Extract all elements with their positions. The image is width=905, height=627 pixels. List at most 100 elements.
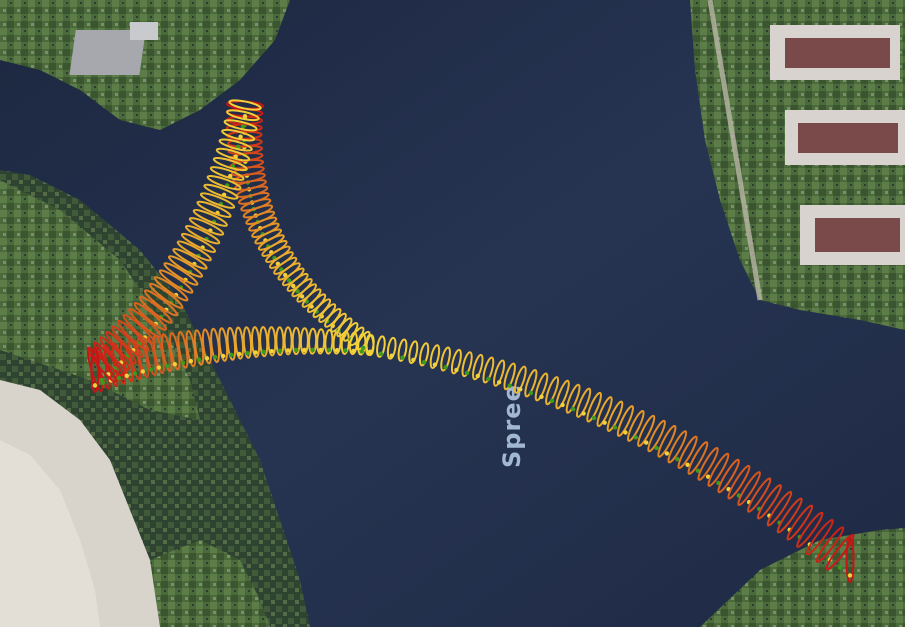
route-edge-dot <box>539 394 544 399</box>
route-edge-dot <box>633 435 638 440</box>
route-ring <box>299 327 309 355</box>
route-ring <box>209 166 245 181</box>
route-edge-dot <box>475 373 480 379</box>
route-edge-dot <box>664 451 670 456</box>
vegetation-area <box>150 540 270 627</box>
route-ring <box>93 341 124 377</box>
route-edge-dot <box>411 357 416 363</box>
route-edge-dot <box>685 462 690 467</box>
route-ring <box>167 255 204 278</box>
route-ring <box>122 313 156 345</box>
route-edge-dot <box>343 348 348 353</box>
route-edge-dot <box>269 349 274 354</box>
route-ring <box>667 430 688 464</box>
route-edge-dot <box>180 360 186 365</box>
route-edge-dot <box>295 289 300 294</box>
route-ring <box>203 183 239 200</box>
route-ring <box>185 329 197 368</box>
route-edge-dot <box>283 272 288 278</box>
route-edge-dot <box>116 375 122 381</box>
route-ring <box>397 338 408 362</box>
route-ring <box>524 368 538 398</box>
route-edge-dot <box>486 376 491 382</box>
route-edge-dot <box>602 420 607 425</box>
route-edge-dot <box>359 349 364 354</box>
route-ring <box>228 99 262 111</box>
route-ring <box>408 340 419 365</box>
route-edge-dot <box>675 456 680 462</box>
route-ring <box>160 333 173 373</box>
route-ring <box>223 119 258 132</box>
route-ring <box>386 336 397 360</box>
route-ring <box>565 383 581 414</box>
building <box>69 30 146 75</box>
route-edge-dot <box>623 430 628 435</box>
route-ring <box>136 337 150 379</box>
building <box>130 22 158 40</box>
route-ring <box>308 327 318 355</box>
route-ring <box>212 157 248 172</box>
route-ring <box>221 128 256 142</box>
route-ring <box>727 464 751 500</box>
route-ring <box>218 138 253 152</box>
route-edge-dot <box>591 415 597 421</box>
route-edge-dot <box>92 383 98 388</box>
route-edge-dot <box>334 348 340 353</box>
route-ring <box>251 326 261 358</box>
route-edge-dot <box>221 353 226 359</box>
route-ring <box>90 347 100 393</box>
route-edge-dot <box>294 347 299 353</box>
route-ring <box>176 240 212 262</box>
route-edge-dot <box>318 347 323 353</box>
route-edge-dot <box>454 367 459 373</box>
route-edge-dot <box>188 358 194 364</box>
route-edge-dot <box>212 354 218 360</box>
route-ring <box>283 326 293 356</box>
route-ring <box>687 441 709 475</box>
route-ring <box>111 325 144 358</box>
vegetation-area <box>0 0 290 130</box>
route-edge-dot <box>400 355 405 360</box>
route-edge-dot <box>464 370 470 376</box>
route-ring <box>275 326 285 356</box>
route-ring <box>756 484 782 520</box>
vegetation-area <box>0 180 200 420</box>
route-ring <box>376 335 386 358</box>
route-ring <box>737 471 761 507</box>
route-ring <box>158 269 194 294</box>
route-ring <box>503 362 516 391</box>
route-ring <box>627 409 645 442</box>
route-ring <box>472 353 484 381</box>
route-ring <box>796 511 824 548</box>
route-edge-dot <box>389 353 394 358</box>
river-label: Spree <box>498 384 526 468</box>
route-ring <box>267 326 277 357</box>
route-ring <box>234 326 244 360</box>
route-edge-dot <box>140 369 145 374</box>
route-edge-dot <box>253 350 258 355</box>
route-ring <box>637 414 656 448</box>
rooftop <box>798 123 898 153</box>
route-ring <box>575 387 592 418</box>
route-edge-dot <box>156 365 161 370</box>
route-ring <box>192 208 228 227</box>
route-ring <box>825 533 855 571</box>
route-ring <box>169 331 181 371</box>
route-edge-dot <box>277 348 283 353</box>
route-ring <box>199 192 236 209</box>
route-overlay[interactable] <box>85 98 856 583</box>
route-edge-dot <box>240 124 246 129</box>
route-ring <box>218 327 229 362</box>
route-edge-dot <box>378 351 384 356</box>
route-edge-dot <box>238 134 243 139</box>
route-ring <box>616 405 634 437</box>
route-edge-dot <box>242 114 248 119</box>
route-ring <box>324 329 334 355</box>
route-edge-dot <box>518 387 523 392</box>
route-ring <box>163 262 199 286</box>
route-ring <box>606 400 624 432</box>
route-ring <box>697 446 719 481</box>
route-edge-dot <box>286 278 292 283</box>
